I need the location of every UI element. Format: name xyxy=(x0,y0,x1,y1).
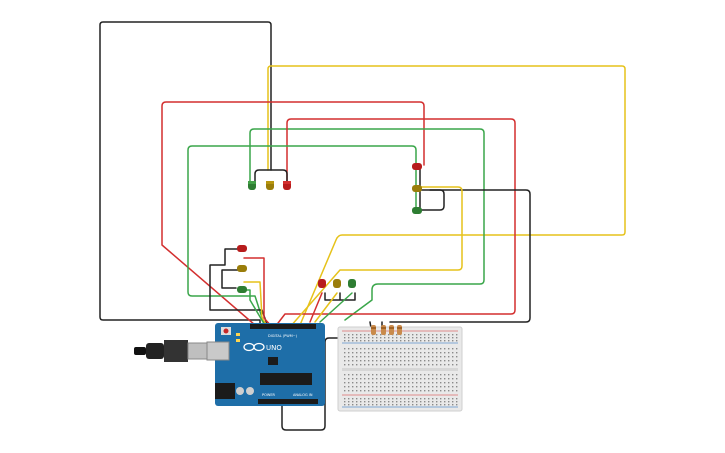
led-red-right[interactable] xyxy=(412,163,422,170)
small-chip xyxy=(268,357,278,365)
usb-port xyxy=(206,341,230,361)
arduino-logo-icon xyxy=(243,342,265,352)
arduino-uno-board[interactable]: UNO DIGITAL (PWM~) POWER ANALOG IN xyxy=(206,323,325,406)
wire-black-mid-junction[interactable] xyxy=(324,292,356,301)
led-green-right[interactable] xyxy=(412,207,422,214)
digital-label: DIGITAL (PWM~) xyxy=(268,334,298,338)
wire-yellow-mid[interactable] xyxy=(289,186,463,328)
wire-black-breadboard[interactable] xyxy=(281,337,346,431)
resistor-3[interactable] xyxy=(389,325,394,335)
led-yellow-mid[interactable] xyxy=(333,279,341,288)
wire-yellow-top-loop[interactable] xyxy=(267,65,626,326)
breadboard[interactable] xyxy=(337,326,463,412)
wire-red-left-cluster[interactable] xyxy=(243,257,273,328)
usb-cable[interactable] xyxy=(134,340,209,362)
wire-black-left-cluster-2[interactable] xyxy=(221,269,239,289)
power-analog-header[interactable] xyxy=(258,399,318,404)
power-label: POWER xyxy=(262,393,276,397)
wire-red-top-loop[interactable] xyxy=(274,118,516,328)
reset-button-cap[interactable] xyxy=(223,328,229,334)
digital-header[interactable] xyxy=(250,324,316,329)
leds xyxy=(237,163,422,293)
wire-yellow-left-cluster[interactable] xyxy=(243,281,269,328)
led-yellow-top[interactable] xyxy=(266,181,274,190)
wire-yellow-mid-short[interactable] xyxy=(314,292,338,323)
analog-label: ANALOG IN xyxy=(293,393,313,397)
breadboard-holes xyxy=(344,334,458,406)
atmega-chip xyxy=(260,373,312,385)
led-red-mid[interactable] xyxy=(318,279,326,288)
wire-green-mid[interactable] xyxy=(319,292,353,323)
wire-black-top-junction[interactable] xyxy=(254,169,288,184)
led-yellow-left[interactable] xyxy=(237,265,247,272)
board-brand-label: UNO xyxy=(266,344,282,352)
led-green-mid[interactable] xyxy=(348,279,356,288)
power-jack xyxy=(215,383,235,399)
wire-black-right-bus[interactable] xyxy=(419,164,445,213)
led-red-top[interactable] xyxy=(283,181,291,190)
wire-black-right-loop[interactable] xyxy=(389,189,531,323)
led-yellow-right[interactable] xyxy=(412,185,422,192)
capacitor-1 xyxy=(236,387,244,395)
capacitor-2 xyxy=(246,387,254,395)
wire-red-left-loop[interactable] xyxy=(161,101,425,326)
wire-green-left-loop[interactable] xyxy=(187,145,417,328)
resistor-2[interactable] xyxy=(381,325,386,335)
resistor-4[interactable] xyxy=(397,325,402,335)
led-red-left[interactable] xyxy=(237,245,247,252)
wire-black-left-loop[interactable] xyxy=(99,21,272,328)
wire-red-mid[interactable] xyxy=(309,292,323,323)
wire-green-top-loop[interactable] xyxy=(249,128,485,321)
resistor-1[interactable] xyxy=(371,325,376,335)
led-green-left[interactable] xyxy=(237,286,247,293)
resistors xyxy=(371,325,402,335)
led-green-top[interactable] xyxy=(248,181,256,190)
